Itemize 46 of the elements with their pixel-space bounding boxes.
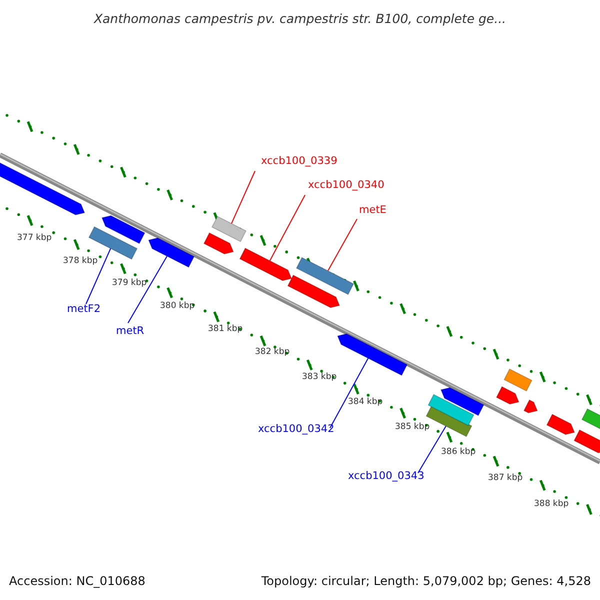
gene-feature [546,414,576,435]
gene-feature [287,274,340,308]
gene-feature [504,368,532,392]
position-label: 377 kbp [17,234,52,242]
position-label: 384 kbp [348,398,383,406]
gene-feature [239,248,292,282]
leader-line [418,426,446,474]
position-label: 386 kbp [441,448,476,456]
genome-info-text: Topology: circular; Length: 5,079,002 bp; Genes: 4,528 [261,575,591,587]
gene-feature [211,216,247,242]
position-label: 378 kbp [63,257,98,266]
position-label: 387 kbp [488,474,523,482]
gene-feature [574,429,600,454]
gene-feature [296,256,354,296]
gene-feature [337,333,408,376]
position-label: 385 kbp [395,423,430,432]
position-label: 388 kbp [534,500,569,508]
gene-feature [203,232,234,254]
position-label: 383 kbp [302,373,337,382]
accession-text: Accession: NC_010688 [9,575,146,587]
gene-feature [581,408,600,430]
position-label: 381 kbp [208,325,243,334]
gene-label: metF2 [67,304,101,314]
gene-label: metR [116,326,144,336]
gene-feature [148,238,195,268]
gene-label: xccb100_0343 [348,471,424,482]
gene-feature [440,387,484,416]
gene-label: xccb100_0340 [308,180,384,190]
gene-feature [496,386,520,405]
gene-feature [428,394,474,426]
leader-line [86,248,112,304]
gene-feature [101,215,146,244]
gene-feature [523,399,538,414]
gene-feature [0,161,86,216]
gene-label: xccb100_0342 [258,424,334,434]
position-label: 379 kbp [112,279,147,288]
leader-line [128,256,168,324]
position-label: 382 kbp [255,348,290,356]
leader-line [330,358,369,428]
leader-line [230,170,256,224]
gene-label: xccb100_0339 [261,156,338,166]
diagram-title: Xanthomonas campestris pv. campestris str. B100, complete ge... [92,10,508,28]
gene-label: metE [359,205,386,216]
position-label: 380 kbp [160,302,195,310]
leader-line [327,218,358,272]
leader-line [269,194,306,262]
